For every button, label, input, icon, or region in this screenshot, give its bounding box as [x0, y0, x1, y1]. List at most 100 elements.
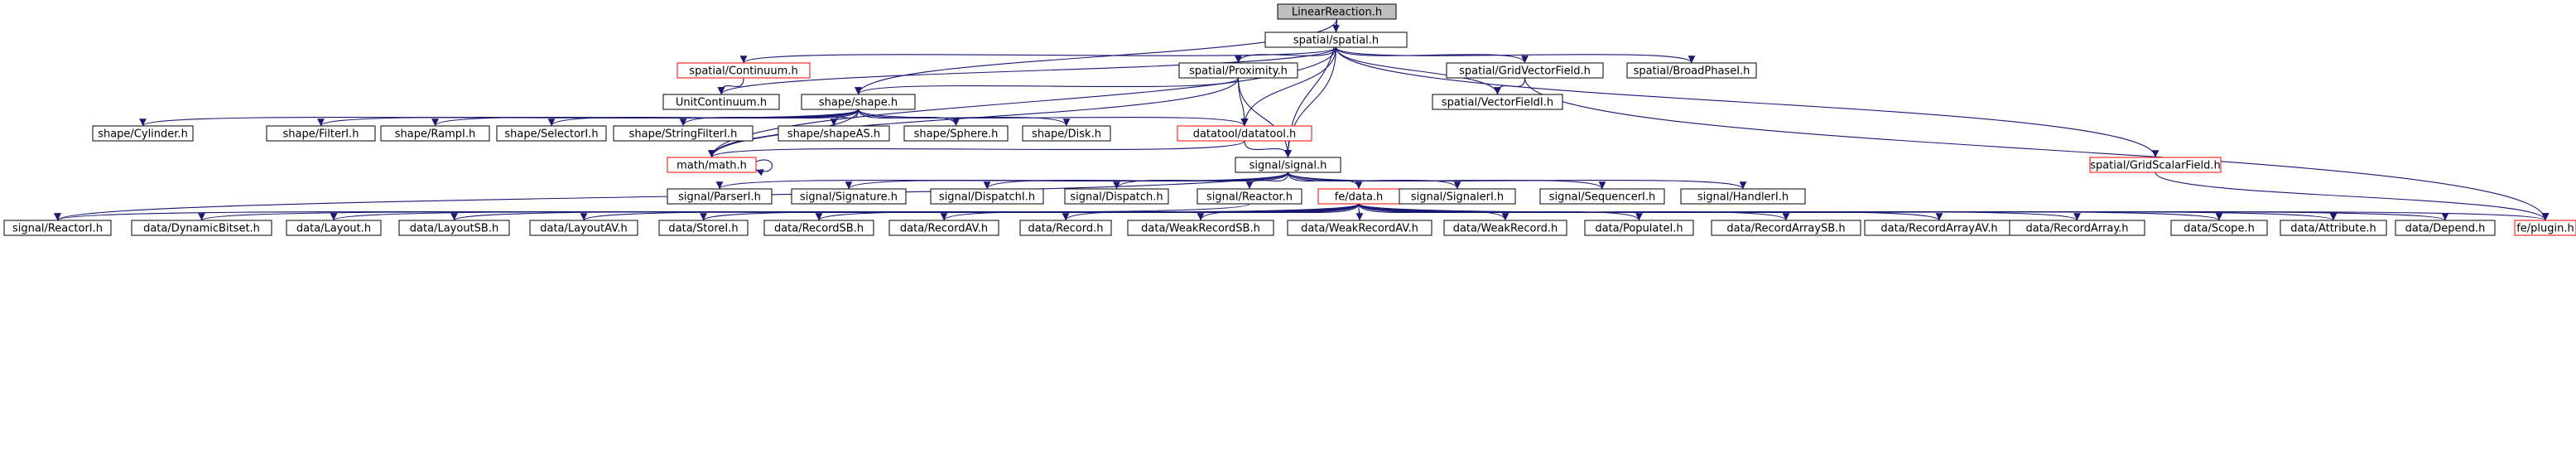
node-n49[interactable]: fe/plugin.h — [2514, 220, 2576, 236]
node-n12[interactable]: shape/SelectorI.h — [496, 125, 607, 142]
node-label: math/math.h — [677, 160, 747, 172]
node-n33[interactable]: data/LayoutSB.h — [398, 220, 510, 236]
node-n10[interactable]: shape/FilterI.h — [266, 125, 376, 142]
node-n5[interactable]: spatial/BroadPhaseI.h — [1626, 62, 1757, 79]
nodes-layer: LinearReaction.h spatial/spatial.h spatial… — [3, 3, 2576, 236]
node-n9[interactable]: shape/Cylinder.h — [92, 125, 194, 142]
node-box — [677, 62, 811, 79]
node-label: spatial/Continuum.h — [689, 65, 797, 78]
node-n41[interactable]: data/WeakRecord.h — [1443, 220, 1567, 236]
node-n21[interactable]: signal/ParserI.h — [667, 188, 773, 205]
node-n39[interactable]: data/WeakRecordSB.h — [1127, 220, 1274, 236]
node-box — [2280, 220, 2387, 236]
edge-n7-to-n12 — [547, 109, 859, 127]
node-box — [1446, 62, 1604, 79]
node-n6[interactable]: UnitContinuum.h — [662, 94, 780, 110]
node-n32[interactable]: data/Layout.h — [286, 220, 382, 236]
node-box — [1680, 188, 1806, 205]
node-n31[interactable]: data/DynamicBitset.h — [131, 220, 272, 236]
node-n23[interactable]: signal/DispatchI.h — [930, 188, 1044, 205]
node-label: data/RecordArray.h — [2025, 223, 2128, 235]
edge-n1-to-n2 — [739, 46, 1337, 64]
edge-n7-to-n17 — [857, 109, 1249, 127]
node-box — [1399, 188, 1516, 205]
node-box — [1432, 94, 1563, 110]
node-n13[interactable]: shape/StringFilterI.h — [613, 125, 754, 142]
node-n46[interactable]: data/Scope.h — [2170, 220, 2268, 236]
node-box — [658, 220, 749, 236]
node-box — [1022, 125, 1111, 142]
edge-n26-to-n38 — [1062, 203, 1360, 221]
node-box — [903, 125, 1009, 142]
node-label: datatool/datatool.h — [1193, 128, 1297, 141]
node-n2[interactable]: spatial/Continuum.h — [677, 62, 811, 79]
node-n29[interactable]: signal/HandlerI.h — [1680, 188, 1806, 205]
node-n14[interactable]: shape/shapeAS.h — [778, 125, 890, 142]
node-n18[interactable]: math/math.h — [667, 157, 757, 173]
node-n15[interactable]: shape/Sphere.h — [903, 125, 1009, 142]
edge-n26-to-n49 — [1358, 203, 2549, 221]
node-label: data/RecordSB.h — [774, 223, 864, 235]
node-box — [92, 125, 194, 142]
node-n28[interactable]: signal/SequencerI.h — [1539, 188, 1665, 205]
node-n22[interactable]: signal/Signature.h — [791, 188, 907, 205]
node-n40[interactable]: data/WeakRecordAV.h — [1287, 220, 1432, 236]
node-n7[interactable]: shape/shape.h — [801, 94, 916, 110]
node-n24[interactable]: signal/Dispatch.h — [1064, 188, 1169, 205]
node-box — [1626, 62, 1757, 79]
node-label: shape/Sphere.h — [914, 128, 999, 141]
node-label: data/Scope.h — [2184, 223, 2255, 235]
node-n38[interactable]: data/Record.h — [1019, 220, 1112, 236]
node-label: signal/DispatchI.h — [939, 191, 1035, 204]
node-label: spatial/GridScalarField.h — [2090, 160, 2221, 172]
node-label: shape/Cylinder.h — [98, 128, 188, 141]
edge-n1-to-n5 — [1335, 46, 1696, 64]
node-label: data/StoreI.h — [668, 223, 738, 235]
node-n3[interactable]: spatial/Proximity.h — [1178, 62, 1298, 79]
node-n0[interactable]: LinearReaction.h — [1277, 3, 1397, 20]
node-n25[interactable]: signal/Reactor.h — [1197, 188, 1302, 205]
node-n34[interactable]: data/LayoutAV.h — [529, 220, 638, 236]
node-box — [131, 220, 272, 236]
node-box — [3, 220, 112, 236]
node-box — [1287, 220, 1432, 236]
node-label: spatial/BroadPhaseI.h — [1634, 65, 1750, 78]
node-box — [1064, 188, 1169, 205]
node-n20[interactable]: spatial/GridScalarField.h — [2089, 157, 2222, 173]
node-label: fe/plugin.h — [2516, 223, 2574, 235]
node-label: data/LayoutSB.h — [410, 223, 498, 235]
node-label: data/DynamicBitset.h — [143, 223, 260, 235]
node-box — [613, 125, 754, 142]
node-box — [930, 188, 1044, 205]
node-n1[interactable]: spatial/spatial.h — [1264, 31, 1408, 48]
node-n43[interactable]: data/RecordArraySB.h — [1711, 220, 1861, 236]
node-n45[interactable]: data/RecordArray.h — [2009, 220, 2145, 236]
node-n8[interactable]: spatial/VectorFieldI.h — [1432, 94, 1563, 110]
edge-n19-to-n24 — [1113, 172, 1289, 190]
node-n17[interactable]: datatool/datatool.h — [1177, 125, 1312, 142]
node-n42[interactable]: data/PopulateI.h — [1584, 220, 1694, 236]
edge-n20-to-n49 — [2155, 172, 2550, 221]
node-n44[interactable]: data/RecordArrayAV.h — [1864, 220, 2015, 236]
node-n35[interactable]: data/StoreI.h — [658, 220, 749, 236]
node-n11[interactable]: shape/RampI.h — [380, 125, 490, 142]
node-label: shape/shape.h — [819, 97, 898, 109]
node-n37[interactable]: data/RecordAV.h — [888, 220, 999, 236]
edge-n1-to-n4 — [1335, 46, 1529, 64]
node-label: data/WeakRecordSB.h — [1141, 223, 1260, 235]
node-n48[interactable]: data/Depend.h — [2395, 220, 2496, 236]
node-n19[interactable]: signal/signal.h — [1235, 157, 1341, 173]
node-n47[interactable]: data/Attribute.h — [2280, 220, 2387, 236]
node-n16[interactable]: shape/Disk.h — [1022, 125, 1111, 142]
node-n4[interactable]: spatial/GridVectorField.h — [1446, 62, 1604, 79]
node-label: data/WeakRecord.h — [1453, 223, 1558, 235]
node-n27[interactable]: signal/SignalerI.h — [1399, 188, 1516, 205]
node-n36[interactable]: data/RecordSB.h — [763, 220, 874, 236]
node-n26[interactable]: fe/data.h — [1317, 188, 1400, 205]
node-box — [1584, 220, 1694, 236]
node-box — [529, 220, 638, 236]
node-label: shape/Disk.h — [1032, 128, 1101, 141]
node-label: spatial/VectorFieldI.h — [1442, 97, 1553, 109]
node-box — [1539, 188, 1665, 205]
node-n30[interactable]: signal/ReactorI.h — [3, 220, 112, 236]
